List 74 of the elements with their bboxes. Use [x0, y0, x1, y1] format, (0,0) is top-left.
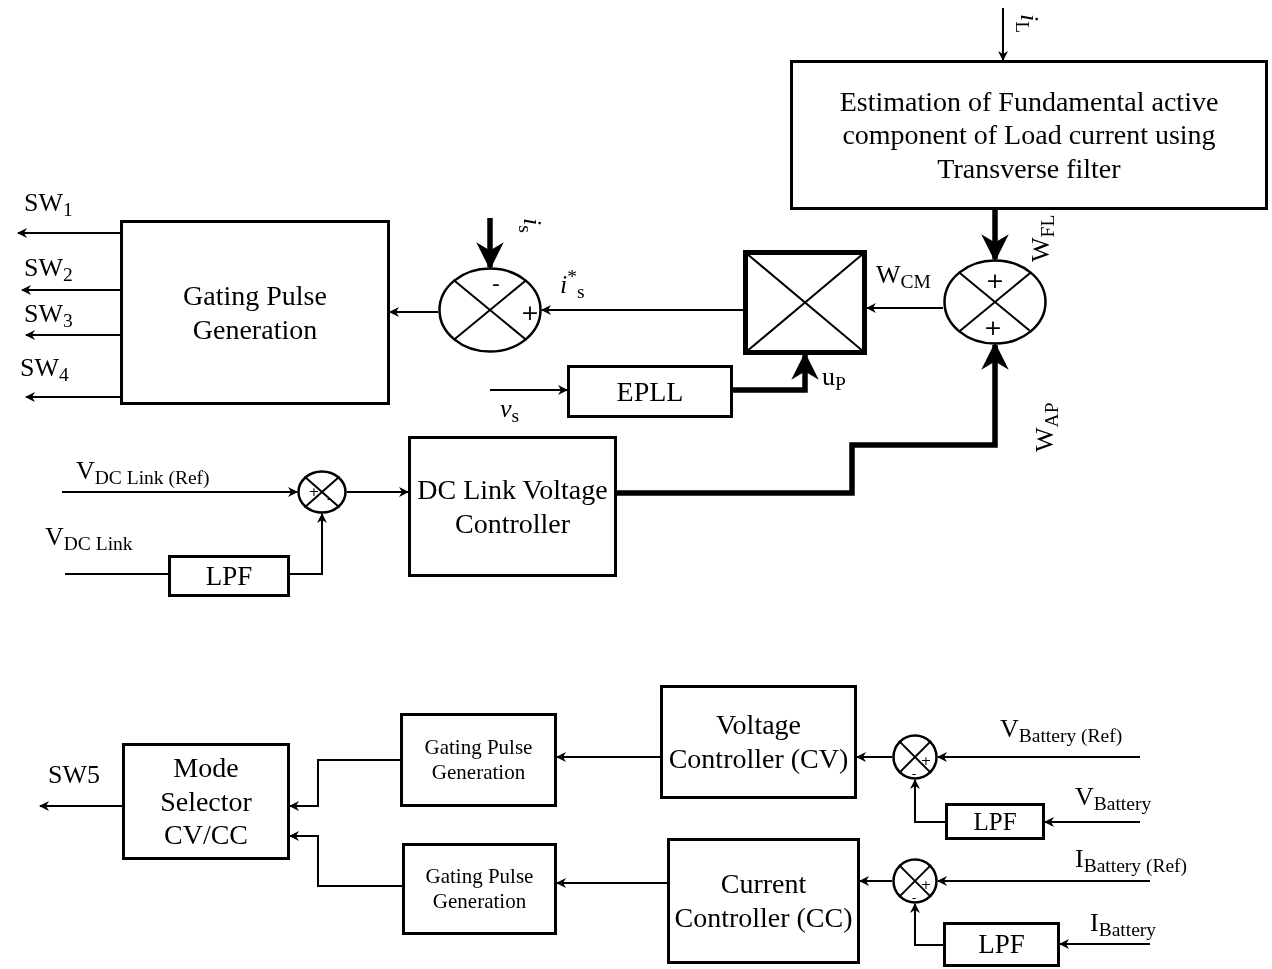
process-block	[120, 220, 390, 405]
signal-label: SW$_{4}$	[20, 355, 69, 381]
signal-arrow	[937, 876, 1151, 886]
process-block	[408, 436, 617, 577]
block-label: Estimation of Fundamental active component of Load current using Transverse filter	[838, 84, 1220, 186]
process-block	[402, 843, 557, 935]
signal-arrow	[17, 228, 121, 238]
block-label: Gating Pulse Generation	[182, 278, 328, 347]
process-block	[400, 713, 557, 807]
signal-label: SW$_{3}$	[24, 301, 73, 327]
block-label: Mode Selector CV/CC	[159, 751, 253, 852]
process-block	[567, 365, 733, 418]
block-label: Current Controller (CC)	[673, 867, 854, 935]
multiplier-block	[743, 250, 867, 355]
signal-arrow	[937, 752, 1141, 762]
signal-label: SW5	[48, 762, 100, 788]
signal-arrow	[910, 779, 946, 823]
sign-label: -	[911, 766, 917, 780]
process-block	[168, 555, 290, 597]
signal-arrow	[289, 831, 403, 887]
signal-arrow	[1044, 817, 1141, 827]
signal-arrow	[21, 285, 121, 295]
signal-arrow	[733, 352, 819, 393]
sign-label: +	[920, 753, 932, 767]
block-label: LPF	[978, 928, 1025, 961]
summing-junction-symbol	[892, 858, 938, 904]
signal-arrow	[859, 876, 893, 886]
signal-arrow	[1059, 939, 1151, 949]
summing-junction-symbol	[297, 470, 347, 514]
sign-label: -	[911, 890, 917, 904]
signal-arrow	[39, 801, 123, 811]
signal-arrow	[346, 487, 409, 497]
process-block	[790, 60, 1268, 210]
block-label: LPF	[973, 806, 1017, 837]
block-label: Gating Pulse Generation	[423, 734, 534, 786]
signal-arrow	[61, 487, 298, 497]
summing-junction-symbol	[892, 734, 938, 780]
sign-label: +	[983, 317, 1003, 339]
sign-label: +	[920, 877, 932, 891]
signal-arrow	[556, 752, 661, 762]
block-label: EPLL	[616, 374, 684, 409]
sign-label: +	[308, 484, 320, 498]
signal-arrow	[556, 878, 668, 888]
signal-arrow	[25, 330, 121, 340]
process-block	[122, 743, 290, 860]
process-block	[943, 922, 1060, 967]
sign-label: -	[492, 273, 500, 295]
signal-label: u$_{P}$	[822, 364, 846, 390]
signal-arrow	[289, 513, 327, 575]
block-label: Voltage Controller (CV)	[667, 708, 850, 776]
summing-junction-symbol	[438, 267, 542, 353]
signal-arrow	[910, 903, 944, 946]
block-label: Gating Pulse Generation	[424, 863, 535, 915]
signal-label: V$_{DC Link}$	[45, 524, 133, 550]
sign-label: -	[326, 491, 332, 505]
sign-label: +	[985, 270, 1005, 292]
process-block	[660, 685, 857, 799]
signal-arrow	[389, 307, 439, 317]
signal-arrow	[541, 305, 744, 315]
process-block	[667, 838, 860, 964]
signal-arrow	[866, 303, 944, 313]
signal-arrow	[998, 7, 1008, 61]
block-label: LPF	[205, 559, 253, 593]
signal-arrow	[289, 759, 401, 811]
signal-label: W$_{CM}$	[876, 262, 931, 288]
sign-label: +	[520, 302, 540, 324]
signal-arrow	[25, 392, 121, 402]
process-block	[945, 803, 1045, 840]
signal-label: SW$_{2}$	[24, 255, 73, 281]
block-label: DC Link Voltage Controller	[416, 472, 609, 541]
signal-label: SW$_{1}$	[24, 190, 73, 216]
signal-arrow	[856, 752, 893, 762]
signal-label: v$_{s}$	[500, 396, 520, 422]
signal-arrow	[489, 385, 568, 395]
